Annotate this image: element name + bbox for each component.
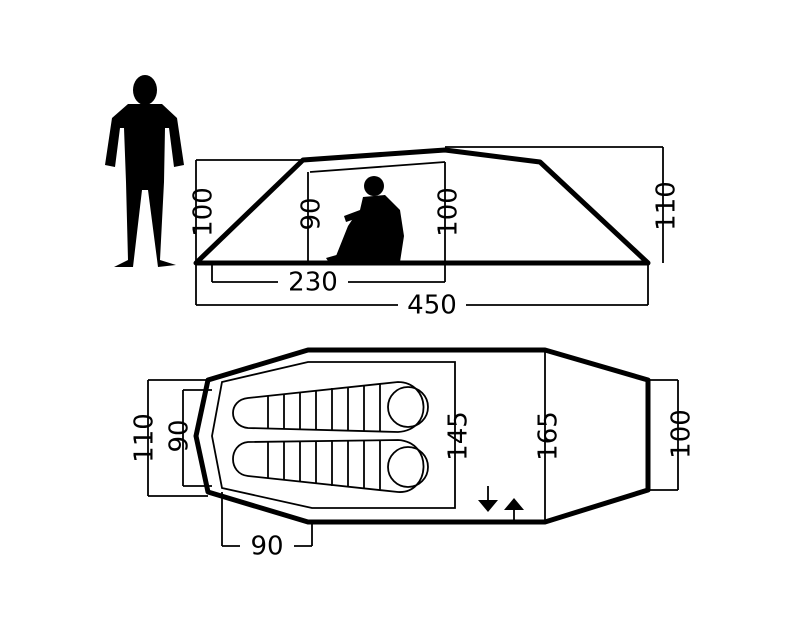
dim-label-top-rear: 100 bbox=[667, 409, 697, 459]
standing-person-icon bbox=[105, 75, 184, 267]
entrance-arrows-icon bbox=[478, 486, 524, 522]
dim-top-rear-width: 100 bbox=[648, 379, 697, 491]
dim-side-total-length: 450 bbox=[195, 263, 649, 321]
sleeping-bag-icon bbox=[232, 381, 429, 493]
dim-top-inner-head-width: 145 bbox=[444, 411, 474, 461]
dim-side-inner-length: 230 bbox=[211, 263, 445, 298]
dim-top-foot-outer-width: 110 bbox=[130, 379, 208, 497]
dim-label-top-foot-outer: 110 bbox=[130, 413, 160, 463]
side-view: 100 90 100 110 230 bbox=[105, 75, 682, 321]
dim-top-foot-depth: 90 bbox=[221, 492, 313, 562]
dim-label-side-total-length: 450 bbox=[407, 291, 457, 321]
side-tent-outline bbox=[193, 147, 651, 266]
top-tent-outline bbox=[193, 347, 651, 525]
dim-label-side-peak: 100 bbox=[434, 187, 464, 237]
dim-side-inner-peak-height: 100 bbox=[434, 162, 464, 282]
dim-label-top-foot-depth: 90 bbox=[250, 532, 283, 562]
dim-label-side-left: 100 bbox=[189, 187, 219, 237]
dim-label-side-inner-length: 230 bbox=[288, 268, 338, 298]
dim-side-inner-door-height: 90 bbox=[297, 172, 327, 263]
side-inner-tent-line bbox=[309, 161, 446, 173]
sitting-person-icon bbox=[326, 176, 404, 264]
dim-top-vestibule-width: 165 bbox=[534, 350, 564, 522]
dim-side-right-height: 110 bbox=[445, 146, 682, 263]
dim-label-top-foot-inner: 90 bbox=[165, 419, 195, 452]
top-view: 110 90 145 165 100 bbox=[130, 347, 697, 562]
dim-label-top-vestibule: 165 bbox=[534, 411, 564, 461]
top-inner-tent-outline bbox=[211, 361, 456, 509]
dim-label-top-inner-head: 145 bbox=[444, 411, 474, 461]
dim-label-side-right: 110 bbox=[652, 181, 682, 231]
dim-side-left-height: 100 bbox=[189, 159, 303, 263]
dim-top-foot-inner-width: 90 bbox=[165, 389, 212, 487]
dim-label-side-door: 90 bbox=[297, 197, 327, 230]
